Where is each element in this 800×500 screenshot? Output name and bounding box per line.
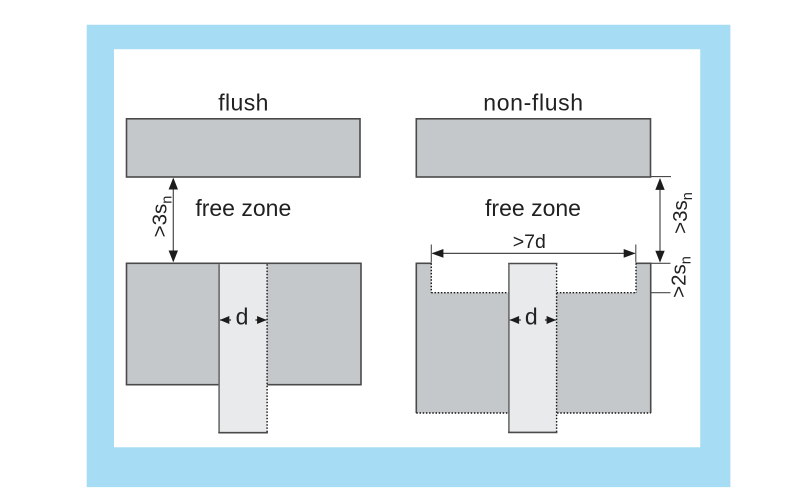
svg-text:>7d: >7d bbox=[513, 231, 546, 253]
svg-text:>3sn: >3sn bbox=[149, 196, 176, 238]
svg-text:non-flush: non-flush bbox=[483, 89, 583, 115]
svg-text:flush: flush bbox=[218, 89, 269, 115]
svg-text:>2sn: >2sn bbox=[668, 256, 695, 298]
svg-text:d: d bbox=[525, 304, 538, 330]
svg-text:free zone: free zone bbox=[485, 195, 581, 221]
svg-text:>3sn: >3sn bbox=[669, 192, 696, 234]
svg-text:d: d bbox=[236, 304, 249, 330]
svg-text:free zone: free zone bbox=[195, 195, 291, 221]
